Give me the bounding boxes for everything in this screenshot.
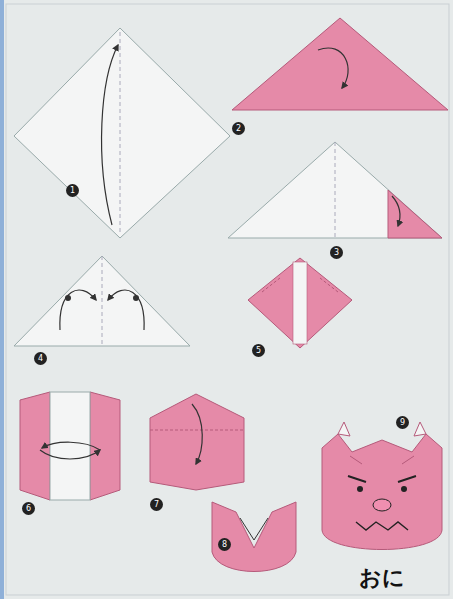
callout-number: 8 [218, 538, 231, 551]
page-frame [6, 4, 449, 595]
callout-number: 1 [66, 184, 79, 197]
callout-number: 2 [232, 122, 245, 135]
callout-number: 7 [150, 498, 163, 511]
step-3-figure [228, 142, 442, 238]
callout-number: 9 [396, 416, 409, 429]
callout-number: 5 [252, 344, 265, 357]
callout-number: 6 [22, 502, 35, 515]
figure-title: おに [359, 563, 405, 593]
page-edge [0, 0, 4, 599]
step-7-figure [150, 394, 244, 490]
step-1-figure [14, 28, 230, 238]
callout-number: 3 [330, 246, 343, 259]
step-4-figure [14, 256, 190, 346]
step-2-figure [232, 18, 448, 110]
step-6-figure [20, 392, 120, 500]
step-8-figure [212, 502, 296, 572]
oni-face [322, 422, 442, 550]
step-5-figure [248, 258, 352, 348]
callout-number: 4 [34, 352, 47, 365]
